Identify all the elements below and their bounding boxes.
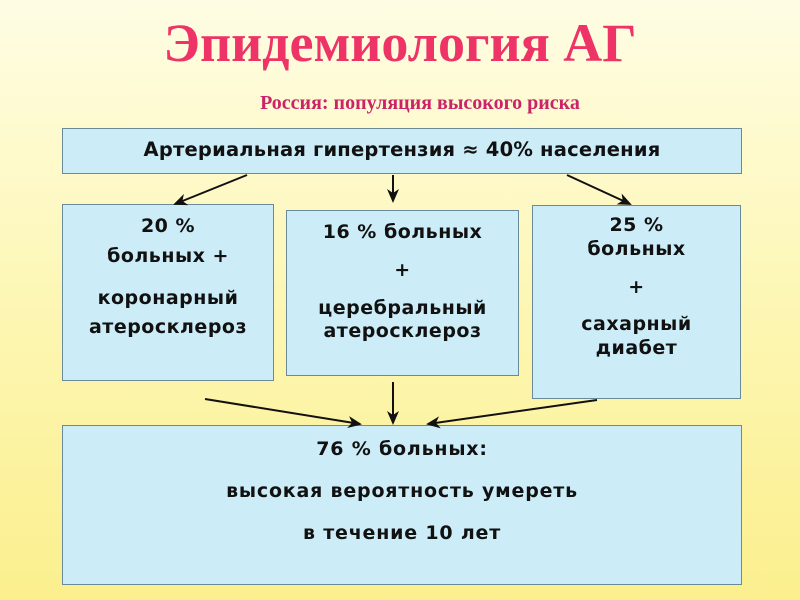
cerebral-box: 16 % больных + церебральный атеросклероз	[286, 210, 519, 376]
slide-subtitle: Россия: популяция высокого риска	[260, 92, 580, 114]
diabetes-patients: больных	[587, 237, 686, 260]
arrow-to-diabetes	[566, 174, 632, 205]
diabetes-plus: +	[628, 275, 645, 298]
diabetes-percent: 25 %	[609, 214, 664, 236]
arrow-from-diabetes	[426, 399, 598, 429]
mortality-box: 76 % больных: высокая вероятность умерет…	[62, 425, 742, 585]
diabetes-text: диабет	[595, 337, 678, 359]
coronary-atherosclerosis: атеросклероз	[88, 316, 248, 339]
coronary-percent: 20 %	[140, 215, 196, 237]
coronary-label: коронарный	[97, 286, 239, 309]
diabetes-box: 25 % больных + сахарный диабет	[532, 205, 741, 399]
cerebral-percent: 16 % больных	[322, 221, 483, 243]
cerebral-label: церебральный	[318, 296, 487, 319]
diabetes-label: сахарный	[581, 313, 692, 336]
cerebral-atherosclerosis: атеросклероз	[323, 320, 482, 343]
cerebral-plus: +	[394, 258, 411, 281]
arrow-from-coronary	[204, 398, 362, 429]
hypertension-text: Артериальная гипертензия ≈ 40% населения	[143, 138, 661, 161]
mortality-period: в течение 10 лет	[302, 521, 502, 544]
hypertension-box: Артериальная гипертензия ≈ 40% населения	[62, 128, 742, 174]
mortality-risk: высокая вероятность умереть	[226, 479, 578, 502]
coronary-patients: больных +	[107, 244, 229, 267]
arrow-to-coronary	[173, 174, 248, 206]
mortality-percent: 76 % больных:	[316, 438, 488, 460]
slide-title: Эпидемиология АГ	[163, 13, 637, 73]
coronary-box: 20 % больных + коронарный атеросклероз	[62, 204, 274, 381]
